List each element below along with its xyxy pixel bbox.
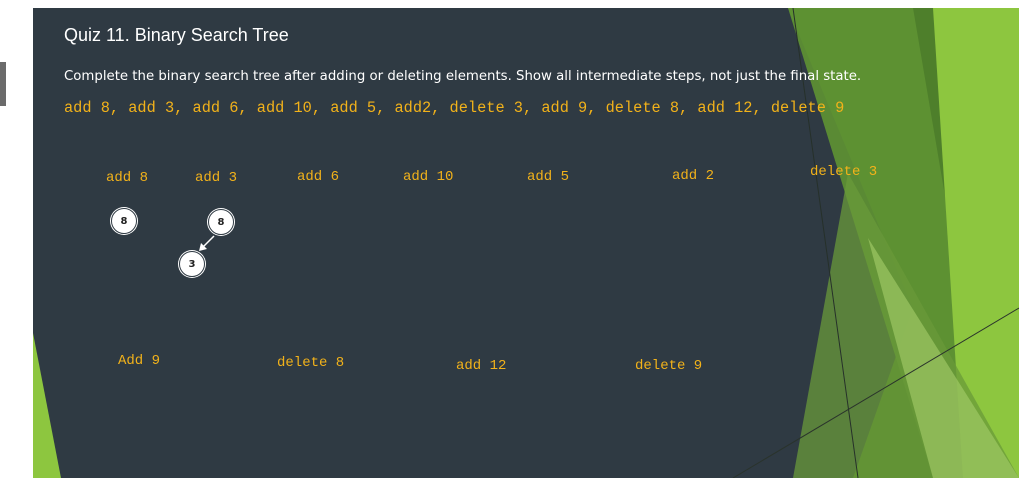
instructions-text: Complete the binary search tree after ad… bbox=[64, 69, 862, 84]
deco-line-2 bbox=[732, 307, 1019, 478]
step-label-add-3: add 3 bbox=[195, 170, 238, 186]
step-label-add-10: add 10 bbox=[403, 169, 454, 185]
tree-node-add3-root: 8 bbox=[208, 209, 234, 235]
step-label-add-6: add 6 bbox=[297, 169, 340, 185]
step-label-add-12: add 12 bbox=[456, 358, 507, 374]
arrow-head-icon bbox=[199, 243, 207, 251]
green-corner-left bbox=[33, 333, 61, 478]
operations-sequence: add 8, add 3, add 6, add 10, add 5, add2… bbox=[64, 99, 845, 117]
step-label-delete-9: delete 9 bbox=[635, 358, 703, 374]
deco-line-1 bbox=[792, 8, 859, 478]
green-band-light bbox=[933, 8, 1019, 478]
step-label-delete-8: delete 8 bbox=[277, 355, 345, 371]
green-triangle-light bbox=[868, 238, 1019, 478]
tree-node-add8-root: 8 bbox=[111, 208, 137, 234]
slide: Quiz 11. Binary Search Tree Complete the… bbox=[33, 8, 1019, 478]
step-label-add-5: add 5 bbox=[527, 169, 570, 185]
tree-edge-8-3 bbox=[202, 235, 215, 248]
window-edge-strip bbox=[0, 62, 6, 106]
decorative-shapes bbox=[33, 8, 1019, 478]
step-label-add-9: Add 9 bbox=[118, 353, 161, 369]
step-label-add-2: add 2 bbox=[672, 168, 715, 184]
step-label-delete-3: delete 3 bbox=[810, 164, 878, 180]
slide-title: Quiz 11. Binary Search Tree bbox=[64, 25, 289, 45]
tree-node-add3-left: 3 bbox=[179, 251, 205, 277]
step-label-add-8: add 8 bbox=[106, 170, 149, 186]
